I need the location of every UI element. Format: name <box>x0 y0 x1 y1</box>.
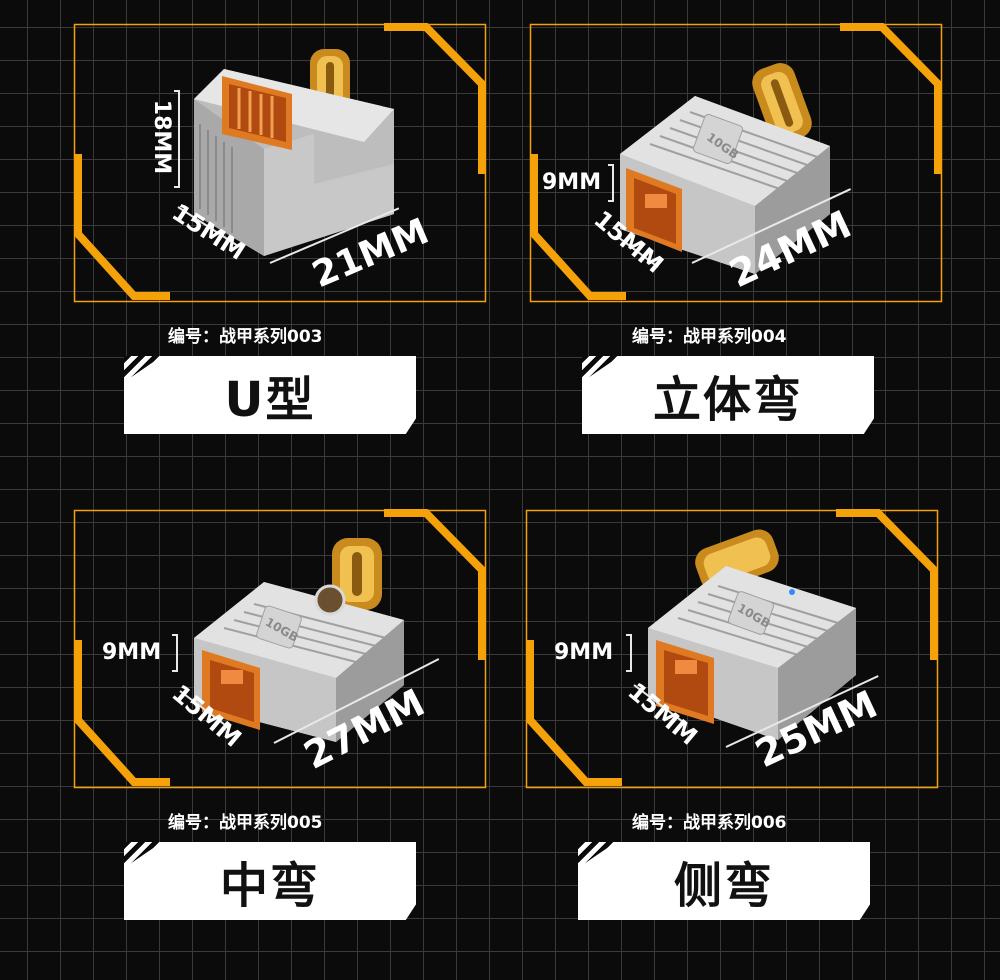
panel-frame <box>525 509 939 789</box>
type-label: 立体弯 <box>652 372 803 428</box>
product-code-005: 编号：战甲系列005 <box>168 813 323 833</box>
type-label: 侧弯 <box>673 858 774 914</box>
panel-frame <box>73 23 487 303</box>
type-label: 中弯 <box>219 858 320 914</box>
height-dimension: 9MM <box>554 640 614 665</box>
usb-adapter-u-shape-image <box>194 49 394 256</box>
type-label: U型 <box>224 372 316 428</box>
height-bracket <box>626 634 632 672</box>
type-label-card-006: 侧弯 <box>578 842 870 920</box>
height-bracket <box>174 90 180 188</box>
panel-frame <box>529 23 943 303</box>
height-bracket <box>172 634 178 672</box>
product-panel-006: 10GB 9MM 15MM 25MM <box>525 509 939 789</box>
usb-adapter-3d-bend-image: 10GB <box>620 63 830 274</box>
type-label-card-003: U型 <box>124 356 416 434</box>
height-dimension: 9MM <box>542 170 602 195</box>
panel-frame <box>73 509 487 789</box>
usb-adapter-side-bend-image: 10GB <box>648 529 856 740</box>
height-dimension: 9MM <box>102 640 162 665</box>
product-panel-004: 10GB 9MM 15MM 24MM <box>529 23 943 303</box>
usb-adapter-middle-bend-image: 10GB <box>194 538 404 742</box>
product-panel-003: 18MM 15MM 21MM <box>73 23 487 303</box>
height-bracket <box>608 164 614 202</box>
product-panel-005: 10GB 9MM 15MM 27MM <box>73 509 487 789</box>
product-code-006: 编号：战甲系列006 <box>632 813 787 833</box>
type-label-card-005: 中弯 <box>124 842 416 920</box>
product-code-004: 编号：战甲系列004 <box>632 327 787 347</box>
product-code-003: 编号：战甲系列003 <box>168 327 323 347</box>
height-dimension: 18MM <box>149 99 175 175</box>
type-label-card-004: 立体弯 <box>582 356 874 434</box>
